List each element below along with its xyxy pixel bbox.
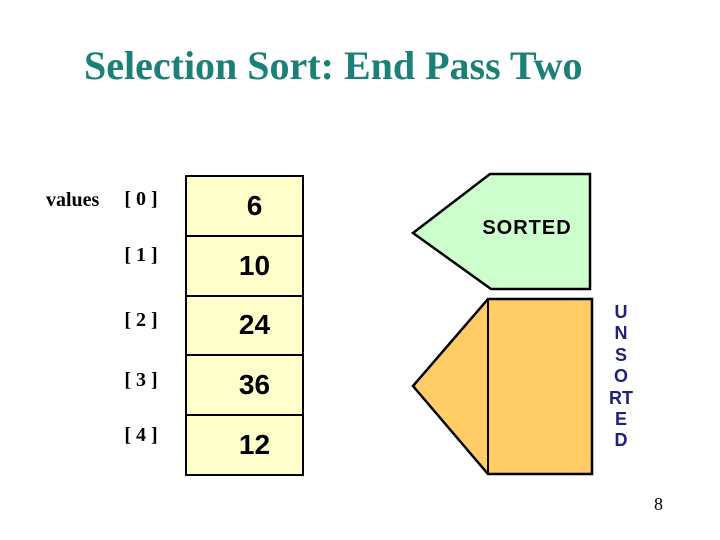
cell-value: 12 [238, 429, 271, 461]
sorted-arrow-shape [410, 172, 592, 291]
page-number: 8 [654, 494, 663, 514]
table-row: 36 [187, 356, 302, 417]
index-label-4: [ 4 ] [124, 424, 158, 446]
table-row: 12 [187, 416, 302, 474]
index-label-0: [ 0 ] [124, 188, 158, 210]
table-row: 6 [187, 177, 302, 237]
unsorted-arrow [411, 297, 594, 476]
unsorted-arrow-shape [411, 297, 594, 476]
page-title: Selection Sort: End Pass Two [84, 43, 583, 88]
cell-value: 10 [238, 249, 271, 281]
index-label-3: [ 3 ] [124, 369, 158, 391]
unsorted-label: UNSORTED [609, 302, 633, 451]
index-label-2: [ 2 ] [124, 309, 158, 331]
table-row: 10 [187, 236, 302, 297]
values-label: values [46, 189, 100, 211]
array-table: 6 10 24 36 12 [185, 175, 304, 476]
sorted-arrow [410, 172, 592, 291]
cell-value: 24 [238, 309, 271, 341]
cell-value: 6 [246, 189, 263, 221]
cell-value: 36 [238, 369, 271, 401]
table-row: 24 [187, 296, 302, 357]
index-label-1: [ 1 ] [124, 244, 158, 266]
sorted-label: SORTED [482, 217, 572, 239]
